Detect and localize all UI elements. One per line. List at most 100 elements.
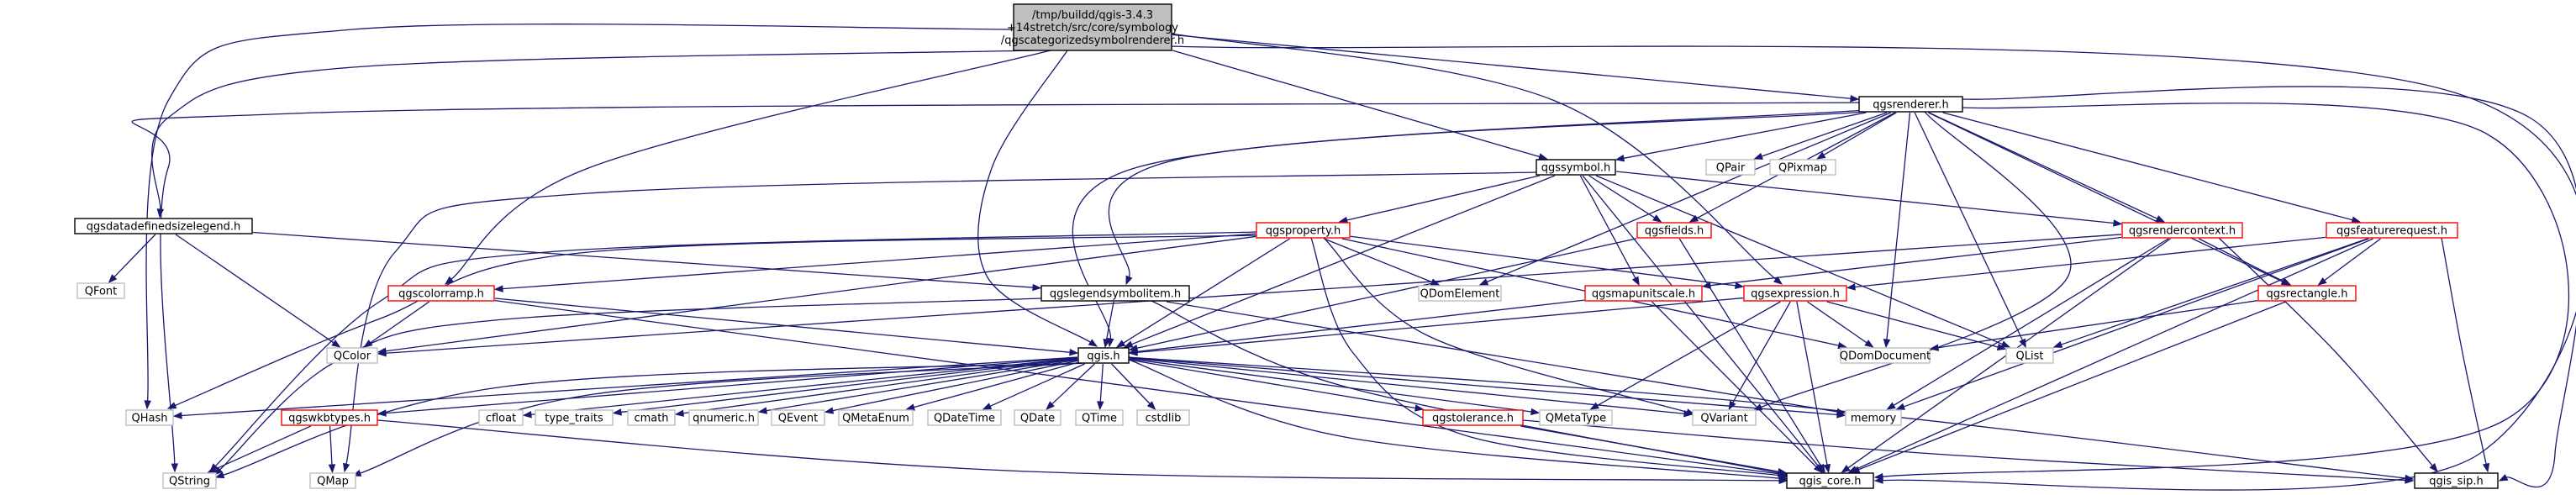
edge-arrowhead [328, 464, 336, 474]
edge-qgslegendsymbolitem-to-qgis [1103, 301, 1114, 349]
edge-arrowhead [1850, 466, 1861, 473]
edge-arrowhead [1841, 465, 1851, 473]
node-qgsmapunitscale[interactable]: qgsmapunitscale.h [1584, 285, 1703, 302]
node-box [1858, 96, 1963, 113]
edge-arrowhead [1701, 282, 1711, 289]
edge-qgsrenderer-to-qgis_core [1873, 103, 2570, 481]
edge-line [1761, 111, 2072, 408]
edge-qgssymbol-to-qlist [1595, 175, 2011, 348]
edge-qgis-to-cmath [674, 358, 1078, 417]
node-box [1040, 285, 1190, 302]
edge-arrowhead [1530, 408, 1541, 416]
edge-line [1129, 357, 1685, 414]
node-box [535, 409, 614, 426]
edge-line [1346, 175, 1540, 221]
edge-qgslegendsymbolitem-to-memory [1166, 301, 1846, 416]
edge-qgssymbol-to-qgsproperty [1338, 175, 1540, 224]
edge-arrowhead [1478, 278, 1489, 286]
node-qstring: QString [162, 472, 217, 489]
edge-qgswkbtypes-to-qstring [207, 425, 312, 473]
node-qgsfields[interactable]: qgsfields.h [1636, 222, 1712, 239]
edge-qgsrenderer-to-qpair [1753, 112, 1888, 160]
edge-qgsexpression-to-qgis_core [1796, 301, 1831, 474]
edge-arrowhead [1414, 404, 1425, 412]
edge-root-to-qgssymbol [1172, 50, 1548, 161]
nodes-layer: /tmp/buildd/qgis-3.4.3+14stretch/src/cor… [74, 3, 2499, 489]
edge-line [1522, 419, 2406, 482]
edge-qgsrenderer-to-qgssymbol [1615, 112, 1867, 162]
node-box [1422, 409, 1524, 426]
edge-arrowhead [1097, 401, 1104, 411]
node-qgscolorramp[interactable]: qgscolorramp.h [387, 285, 495, 302]
node-qgsfeaturerequest[interactable]: qgsfeaturerequest.h [2326, 222, 2458, 239]
edge-line [494, 299, 1779, 475]
node-qgsproperty[interactable]: qgsproperty.h [1256, 222, 1351, 239]
edge-arrowhead [905, 403, 915, 411]
node-qevent: QEvent [771, 409, 825, 426]
edge-line [1858, 301, 2286, 471]
edge-arrowhead [214, 471, 225, 479]
edge-line [450, 50, 1051, 280]
edge-line [1882, 103, 2570, 477]
node-box [2326, 222, 2458, 239]
node-label: qgsfeaturerequest.h [2336, 225, 2447, 238]
node-label: QEvent [778, 413, 818, 425]
node-box [76, 282, 125, 299]
edge-qgsfeaturerequest-to-qgis_sip [2441, 237, 2490, 473]
node-label: QColor [334, 350, 371, 363]
edge-arrowhead [1046, 401, 1055, 410]
edge-qgis-to-qgis_sip [1128, 356, 2415, 482]
edge-qgsdatadefinedsizelegend-to-qfont [108, 234, 156, 283]
node-box [838, 409, 914, 426]
edge-arrowhead [2281, 277, 2292, 286]
edge-qgswkbtypes-to-qgis_core [377, 419, 1788, 485]
node-qgsrendercontext[interactable]: qgsrendercontext.h [2121, 222, 2243, 239]
node-label: QPixmap [1778, 162, 1827, 175]
edge-line [1807, 301, 1867, 344]
edge-line [1761, 112, 1888, 157]
node-label: qgstolerance.h [1432, 413, 1514, 425]
node-box [387, 285, 495, 302]
edge-arrowhead [1777, 467, 1788, 476]
node-label: QDomDocument [1840, 350, 1931, 363]
node-box [771, 409, 825, 426]
edge-qgssymbol-to-qmap [343, 171, 1537, 473]
edge-arrowhead [1846, 283, 1856, 291]
node-qgstolerance[interactable]: qgstolerance.h [1422, 409, 1524, 426]
edge-line [1615, 171, 2115, 224]
edge-qgsexpression-to-qmetatype [1589, 301, 1781, 410]
edge-qgis-to-cstdlib [1111, 363, 1156, 410]
node-box [1692, 409, 1757, 426]
node-box [1840, 347, 1931, 364]
node-qgssymbol[interactable]: qgssymbol.h [1536, 159, 1616, 176]
node-label: +14stretch/src/core/symbology [1007, 22, 1178, 34]
edge-line [1172, 34, 1852, 99]
node-qvariant: QVariant [1692, 409, 1757, 426]
node-cfloat: cfloat [478, 409, 524, 426]
edge-arrowhead [172, 412, 182, 419]
node-box [2121, 222, 2243, 239]
node-root[interactable]: /tmp/buildd/qgis-3.4.3+14stretch/src/cor… [1001, 3, 1184, 51]
node-label: qgis_core.h [1799, 476, 1862, 488]
node-qgsrenderer[interactable]: qgsrenderer.h [1858, 96, 1963, 113]
edge-qgis-to-qgstolerance [1129, 359, 1425, 412]
node-qgsexpression[interactable]: qgsexpression.h [1743, 285, 1847, 302]
edge-qgsfields-to-qgis_core [1678, 238, 1826, 474]
edge-line [214, 231, 1257, 467]
edge-arrowhead [1125, 275, 1133, 286]
node-qgswkbtypes[interactable]: qgswkbtypes.h [281, 409, 378, 426]
node-qgslegendsymbolitem[interactable]: qgslegendsymbolitem.h [1040, 285, 1190, 302]
edge-qgsmapunitscale-to-qgis_core [1651, 301, 1823, 473]
node-box [1418, 285, 1502, 302]
node-qgis_core[interactable]: qgis_core.h [1786, 472, 1874, 489]
node-label: QTime [1082, 413, 1117, 425]
edge-arrowhead [1886, 402, 1896, 410]
node-qgis[interactable]: qgis.h [1077, 347, 1130, 364]
node-qgsdatadefinedsizelegend[interactable]: qgsdatadefinedsizelegend.h [74, 218, 253, 234]
edge-line [1886, 112, 1911, 340]
node-qdate: QDate [1014, 409, 1061, 426]
node-box [1705, 159, 1756, 176]
node-qgsrectangle[interactable]: qgsrectangle.h [2257, 285, 2357, 302]
node-qgis_sip[interactable]: qgis_sip.h [2414, 472, 2499, 489]
edge-arrowhead [1929, 344, 1940, 351]
